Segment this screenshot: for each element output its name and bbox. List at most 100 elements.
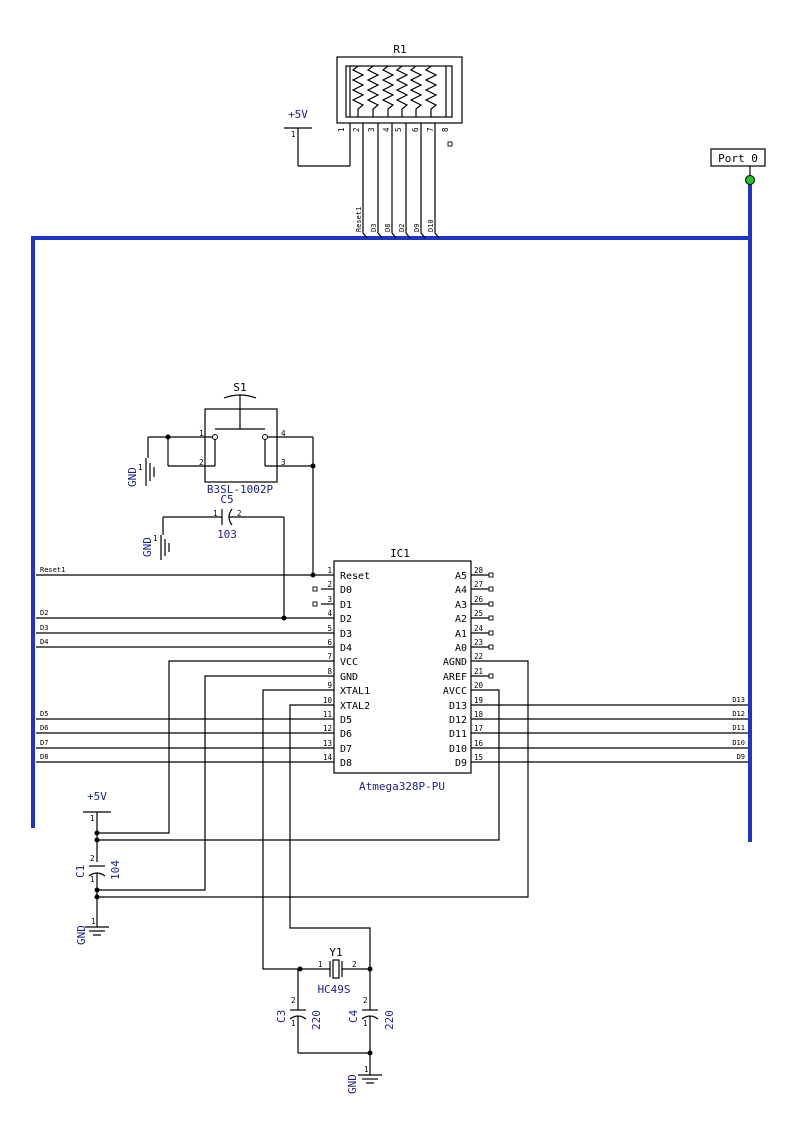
c4-pin-2: 2 (363, 996, 368, 1005)
ic1-pin-name: D6 (340, 729, 352, 740)
gnd-pin-number: 1 (91, 917, 96, 926)
vcc-pin-number: 1 (291, 130, 296, 139)
ic1-pin-num: 2 (327, 580, 332, 589)
c5-ref: C5 (220, 493, 233, 506)
ic1-pin-name: D8 (340, 758, 352, 769)
c3-pin-2: 2 (291, 996, 296, 1005)
gnd-symbol-s1: GND 1 (126, 436, 168, 487)
r1-pin-5: 5 (394, 127, 403, 132)
ic1-pin-name: D3 (340, 629, 352, 640)
ic1-pin-num: 17 (474, 724, 483, 733)
net-label: D5 (40, 710, 48, 718)
s1-pin-2: 2 (199, 458, 204, 467)
ic1-pin-num: 1 (327, 566, 332, 575)
ic1-pin-num: 26 (474, 595, 484, 604)
c3-value: 220 (310, 1010, 323, 1030)
gnd-label: GND (346, 1074, 359, 1094)
ic1-pin-num: 13 (323, 739, 332, 748)
gnd-symbol-crystal: GND 1 (298, 1050, 382, 1094)
ic1-pin-num: 8 (327, 667, 332, 676)
capacitor-c3[interactable]: C3 220 2 1 (275, 969, 323, 1053)
resistor-zigzags (349, 65, 447, 117)
capacitor-c4[interactable]: C4 220 2 1 (347, 969, 396, 1075)
y1-ref: Y1 (329, 946, 342, 959)
r1-pin-2: 2 (352, 127, 361, 132)
ic1-pin-num: 15 (474, 753, 483, 762)
gnd-symbol-c1: GND 1 (75, 912, 109, 945)
gnd-label: GND (141, 537, 154, 557)
ic1-pin-num: 10 (323, 696, 333, 705)
r1-pin-3: 3 (367, 127, 376, 132)
net-label: D13 (732, 696, 745, 704)
ic1-pin-num: 28 (474, 566, 484, 575)
ic1-pin-num: 14 (323, 753, 333, 762)
c5-value: 103 (217, 528, 237, 541)
ic1-pin-num: 20 (474, 681, 484, 690)
c4-pin-1: 1 (363, 1019, 368, 1028)
ic1-pin-num: 19 (474, 696, 483, 705)
net-label: D12 (732, 710, 745, 718)
net-label: D2 (40, 609, 48, 617)
s1-value: B3SL-1002P (207, 483, 274, 496)
c1-value: 104 (109, 860, 122, 880)
r1-net-reset1: Reset1 (355, 207, 363, 232)
vcc-symbol-c1: +5V 1 (83, 790, 111, 862)
gnd-symbol-c5: GND 1 (141, 517, 170, 560)
vcc-label: +5V (288, 108, 308, 121)
port-0-connector[interactable]: Port 0 (710, 148, 766, 185)
port-junction-icon (745, 175, 755, 185)
port-label: Port 0 (718, 152, 758, 165)
capacitor-c1[interactable]: C1 104 2 1 (74, 854, 122, 912)
ic1-left-pins: 1 2 3 4 5 6 7 8 9 10 11 12 13 14 Reset D… (312, 566, 370, 769)
crystal-y1[interactable]: Y1 1 2 HC49S (297, 946, 373, 996)
right-net-wires: D13 D12 D11 D10 D9 (492, 696, 748, 763)
capacitor-c5[interactable]: C5 1 2 103 (163, 493, 285, 618)
ic1-pin-num: 12 (323, 724, 332, 733)
ic1-pin-num: 3 (327, 595, 332, 604)
resistor-network-r1[interactable]: R1 1 2 3 4 5 6 7 8 Rese (336, 43, 463, 239)
gnd-pin-number: 1 (138, 463, 143, 472)
ic1-right-pins: 28 27 26 25 24 23 22 21 20 19 18 17 16 1… (443, 566, 494, 769)
ic1-pin-name: D7 (340, 744, 352, 755)
ic1-pin-name: GND (340, 672, 358, 683)
ic1-pin-name: AGND (443, 657, 467, 668)
gnd-label: GND (126, 467, 139, 487)
ic1-pin-name: A3 (455, 600, 467, 611)
ic1-pin-name: A2 (455, 614, 467, 625)
ic1-pin-name: D13 (449, 701, 467, 712)
y1-value: HC49S (317, 983, 350, 996)
r1-ref: R1 (393, 43, 406, 56)
ic1-pin-num: 22 (474, 652, 483, 661)
ic1-pin-name: A5 (455, 571, 467, 582)
c3-pin-1: 1 (291, 1019, 296, 1028)
r1-pin-4: 4 (382, 127, 391, 132)
c3-ref: C3 (275, 1010, 288, 1023)
switch-s1[interactable]: S1 1 2 3 4 B3SL-1002P (165, 381, 316, 575)
net-label: D9 (737, 753, 745, 761)
ic1-pin-name: XTAL1 (340, 686, 370, 697)
gnd-pin-number: 1 (153, 534, 158, 543)
ic1-atmega328p[interactable]: IC1 Atmega328P-PU 1 2 3 4 5 6 (312, 547, 494, 793)
ic1-pin-name: VCC (340, 657, 358, 668)
ic1-pin-num: 5 (327, 624, 332, 633)
ic1-pin-num: 16 (474, 739, 484, 748)
net-label: D6 (40, 724, 48, 732)
r1-pin-1: 1 (337, 127, 346, 132)
left-net-wires: Reset1 D2 D3 D4 D5 D6 D7 D8 (36, 566, 316, 763)
net-label: D7 (40, 739, 48, 747)
power-wires (94, 660, 529, 970)
r1-net-d10: D10 (427, 219, 435, 232)
ic1-name: Atmega328P-PU (359, 780, 445, 793)
r1-net-d9: D9 (413, 224, 421, 232)
s1-pin-1: 1 (199, 429, 204, 438)
c5-pin-1: 1 (213, 509, 218, 518)
s1-pin-3: 3 (281, 458, 286, 467)
ic1-pin-num: 23 (474, 638, 483, 647)
ic1-pin-name: D9 (455, 758, 467, 769)
c4-value: 220 (383, 1010, 396, 1030)
ic1-pin-name: D4 (340, 643, 352, 654)
ic1-pin-num: 21 (474, 667, 483, 676)
r1-pin-6: 6 (411, 127, 420, 132)
r1-pin-7: 7 (426, 127, 435, 132)
